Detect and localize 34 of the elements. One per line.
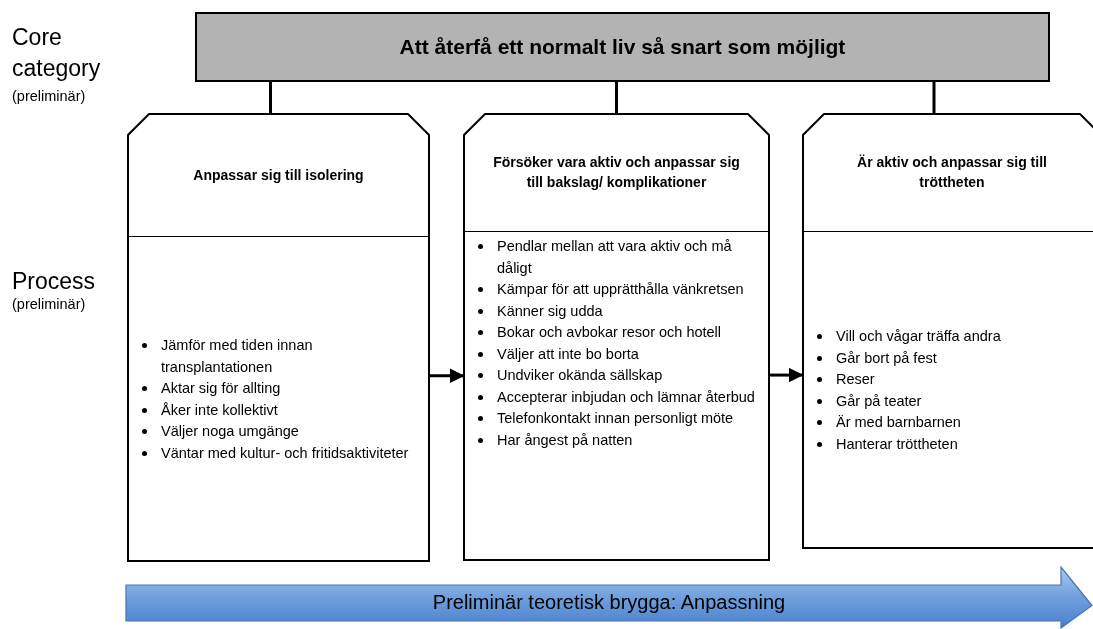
connector-line — [269, 82, 272, 113]
list-item: Undviker okända sällskap — [475, 365, 760, 387]
list-item: Kämpar för att upprätthålla vänkretsen — [475, 279, 760, 301]
arrow — [430, 368, 465, 384]
list-item: Åker inte kollektivt — [139, 399, 420, 421]
list-item: Vill och vågar träffa andra — [814, 326, 1092, 348]
list-item: Väljer att inte bo borta — [475, 343, 760, 365]
arrow — [770, 367, 804, 383]
list-item: Pendlar mellan att vara aktiv och må dåligt — [475, 236, 760, 279]
connector-line — [932, 82, 936, 113]
row-label: Core category — [12, 23, 102, 83]
note-text: (preliminär) — [12, 296, 86, 312]
list-item: Aktar sig för allting — [139, 378, 420, 400]
list-item: Accepterar inbjudan och lämnar återbud — [475, 386, 760, 408]
list-item: Går bort på fest — [814, 347, 1092, 369]
list-item: Reser — [814, 369, 1092, 391]
list-item: Är med barnbarnen — [814, 412, 1092, 434]
list-item: Väntar med kultur- och fritidsaktiviteter — [139, 442, 420, 464]
list-item: Har ångest på natten — [475, 429, 760, 451]
list-item: Telefonkontakt innan personligt möte — [475, 408, 760, 430]
column-heading: Är aktiv och anpassar sig till tröttheten — [856, 153, 1048, 192]
list-item: Hanterar tröttheten — [814, 433, 1092, 455]
connector-line — [615, 82, 618, 113]
category-box: Att återfå ett normalt liv så snart som möjligt — [195, 12, 1050, 82]
list-item: Känner sig udda — [475, 300, 760, 322]
list-item: Väljer noga umgänge — [139, 421, 420, 443]
list-item: Går på teater — [814, 390, 1092, 412]
note-text: (preliminär) — [12, 88, 86, 104]
column-heading: Anpassar sig till isolering — [193, 165, 364, 185]
list-item: Jämför med tiden innan transplantationen — [139, 335, 420, 378]
list-item: Bokar och avbokar resor och hotell — [475, 322, 760, 344]
banner-text: Preliminär teoretisk brygga: Anpassning — [432, 591, 786, 614]
column-heading: Försöker vara aktiv och anpassar sig till bakslag/ komplikationer — [492, 153, 741, 192]
row-label: Process — [12, 267, 97, 296]
